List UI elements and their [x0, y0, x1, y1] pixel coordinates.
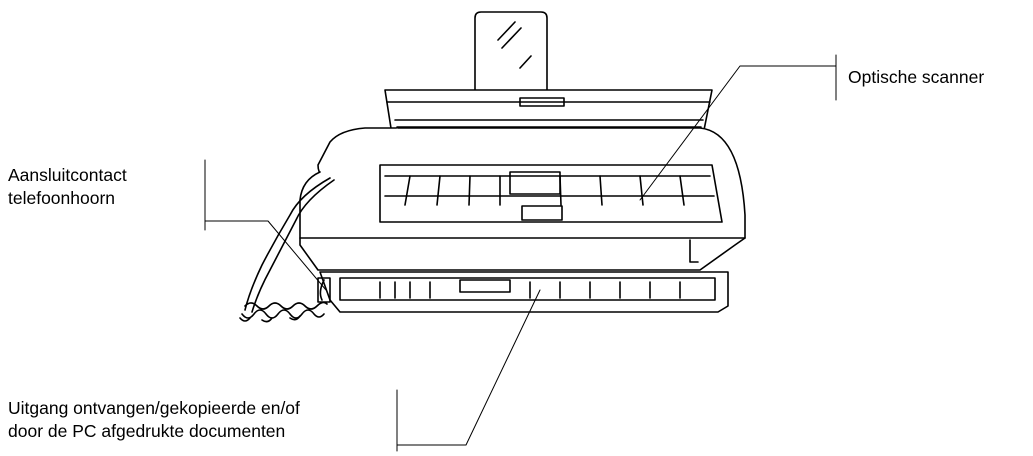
- optical-scanner-text: Optische scanner: [848, 67, 985, 87]
- document-output-label: Uitgang ontvangen/gekopieerde en/of door…: [8, 397, 300, 443]
- optical-scanner-label: Optische scanner: [848, 66, 984, 89]
- leader-lines: [204, 54, 837, 452]
- handset-cord: [239, 177, 335, 323]
- handset-jack-label: Aansluitcontact telefoonhoorn: [8, 164, 127, 210]
- leader-handset-jack: [204, 159, 327, 291]
- paper-support: [474, 11, 548, 91]
- leader-optical-scanner: [639, 54, 837, 201]
- fax-body: [299, 127, 746, 313]
- document-output-line-2: door de PC afgedrukte documenten: [8, 421, 286, 441]
- handset-jack-line-2: telefoonhoorn: [8, 188, 116, 208]
- leader-document-output: [396, 289, 541, 452]
- handset-jack-line-1: Aansluitcontact: [8, 165, 127, 185]
- document-output-line-1: Uitgang ontvangen/gekopieerde en/of: [8, 398, 300, 418]
